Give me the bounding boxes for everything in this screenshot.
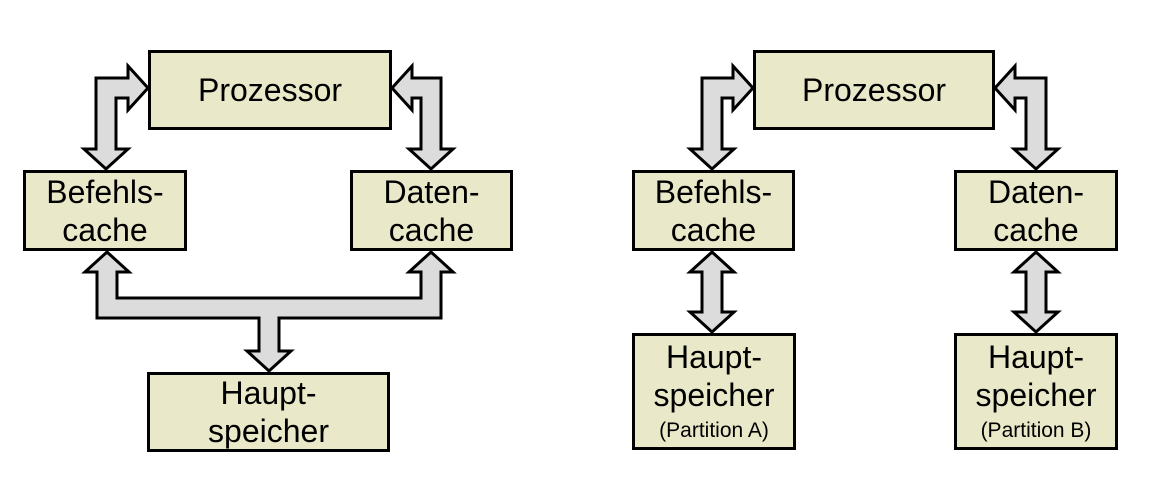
box-instruction-cache-right: Befehls- cache — [632, 170, 795, 251]
main-memory-left-line1: Haupt- — [220, 375, 317, 411]
main-memory-a-line2: speicher — [653, 377, 775, 413]
arrow-caches-mainmemory-icon — [81, 249, 457, 374]
instruction-cache-left-line1: Befehls- — [46, 173, 164, 210]
arrow-icache-partition-a-icon — [686, 249, 738, 335]
data-cache-left-line1: Daten- — [383, 173, 480, 210]
arrow-dcache-partition-b-icon — [1010, 249, 1062, 335]
main-memory-a-line1: Haupt- — [665, 339, 763, 375]
main-memory-b-line1: Haupt- — [987, 339, 1085, 375]
processor-right-label: Prozessor — [801, 72, 947, 108]
processor-left-label: Prozessor — [197, 72, 343, 108]
box-data-cache-right: Daten- cache — [954, 170, 1118, 251]
arrow-processor-dcache-left-icon — [389, 62, 457, 172]
box-main-memory-partition-a: Haupt- speicher (Partition A) — [632, 333, 796, 450]
main-memory-b-partition-label: (Partition B) — [980, 419, 1092, 442]
data-cache-right-line1: Daten- — [987, 173, 1085, 210]
main-memory-a-partition-label: (Partition A) — [659, 419, 769, 442]
box-processor-left: Prozessor — [148, 50, 392, 130]
instruction-cache-right-line1: Befehls- — [654, 173, 773, 210]
arrow-processor-icache-right-icon — [686, 62, 756, 172]
main-memory-b-line2: speicher — [975, 377, 1097, 413]
box-main-memory-left: Haupt- speicher — [147, 372, 390, 452]
instruction-cache-right-line2: cache — [670, 211, 757, 248]
data-cache-right-line2: cache — [993, 211, 1079, 248]
data-cache-left-line2: cache — [388, 211, 475, 248]
arrow-processor-icache-left-icon — [80, 62, 151, 172]
main-memory-left-line2: speicher — [208, 413, 329, 449]
box-processor-right: Prozessor — [753, 50, 995, 130]
instruction-cache-left-line2: cache — [62, 211, 148, 248]
box-instruction-cache-left: Befehls- cache — [23, 170, 187, 251]
box-data-cache-left: Daten- cache — [350, 170, 513, 251]
box-main-memory-partition-b: Haupt- speicher (Partition B) — [954, 333, 1118, 450]
arrow-processor-dcache-right-icon — [992, 62, 1062, 172]
